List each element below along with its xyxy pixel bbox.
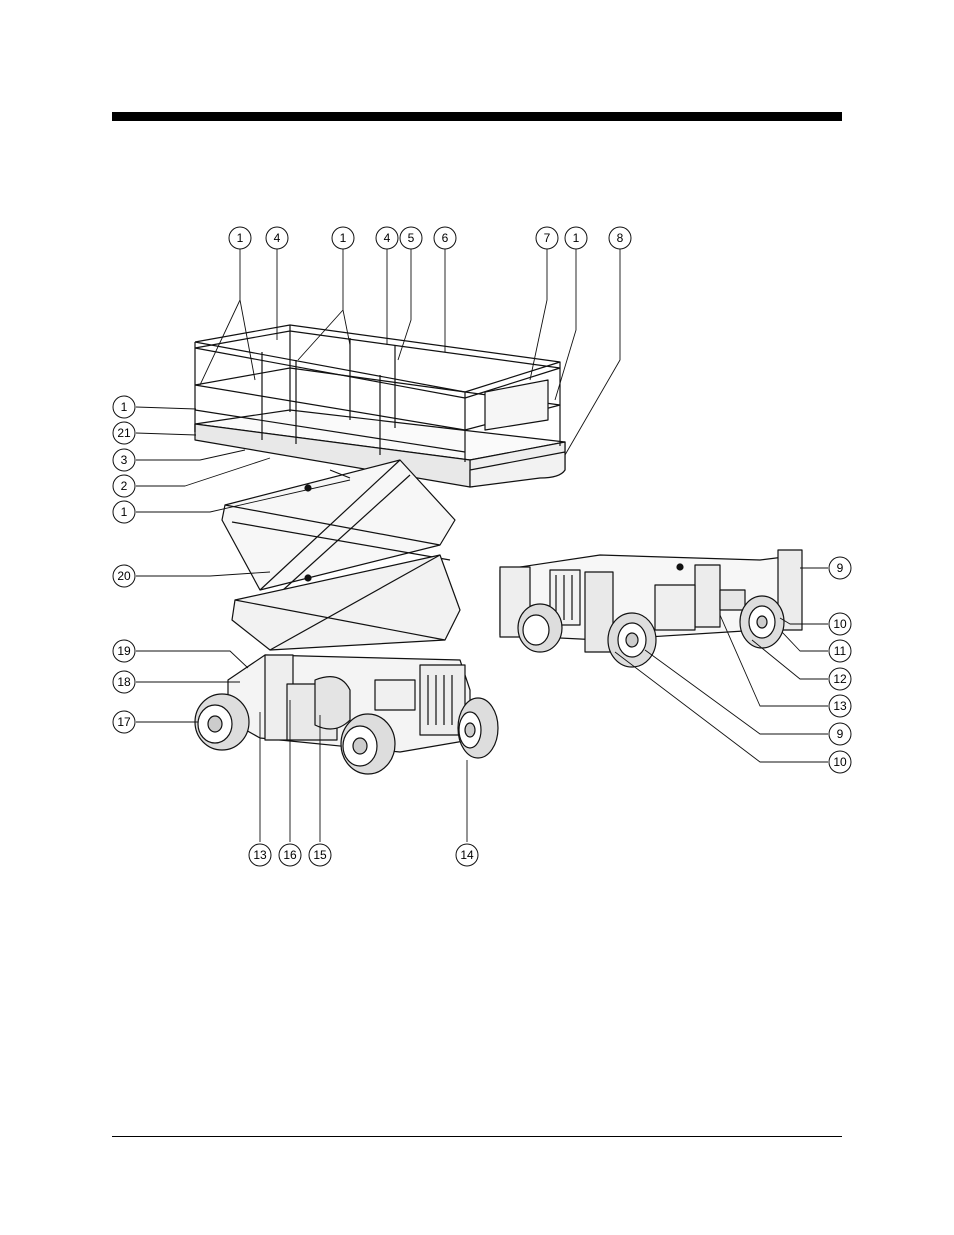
callout-label: 1 (340, 231, 347, 245)
callout-left-1b: 1 (113, 501, 135, 523)
callout-right-9a: 9 (829, 557, 851, 579)
callout-bot-15: 15 (309, 844, 331, 866)
callout-top-7: 7 (536, 227, 558, 249)
callout-right-12: 12 (829, 668, 851, 690)
callout-right-13: 13 (829, 695, 851, 717)
callout-label: 13 (253, 848, 267, 862)
callout-label: 3 (121, 453, 128, 467)
callout-top-8: 8 (609, 227, 631, 249)
callout-left-20: 20 (113, 565, 135, 587)
callout-label: 19 (117, 644, 131, 658)
callout-left-2: 2 (113, 475, 135, 497)
callout-top-1c: 1 (565, 227, 587, 249)
callout-label: 20 (117, 569, 131, 583)
callout-label: 9 (837, 561, 844, 575)
platform-guardrail (195, 325, 565, 487)
callout-top-4a: 4 (266, 227, 288, 249)
wheel-right-view-a (518, 604, 562, 652)
callout-left-3: 3 (113, 449, 135, 471)
callout-right-10a: 10 (829, 613, 851, 635)
callout-label: 1 (121, 505, 128, 519)
callout-label: 10 (833, 755, 847, 769)
callout-label: 7 (544, 231, 551, 245)
wheel-left-front (341, 714, 395, 774)
wheel-right-front (458, 698, 498, 758)
wheel-left-rear (195, 694, 249, 750)
callout-right-10b: 10 (829, 751, 851, 773)
callout-bot-14: 14 (456, 844, 478, 866)
callout-left-1a: 1 (113, 396, 135, 418)
callout-label: 15 (313, 848, 327, 862)
footer-rule (112, 1136, 842, 1137)
callout-top-6: 6 (434, 227, 456, 249)
wheel-right-view-c (740, 596, 784, 648)
callout-label: 2 (121, 479, 128, 493)
callout-label: 13 (833, 699, 847, 713)
callout-label: 17 (117, 715, 131, 729)
callout-label: 21 (117, 426, 131, 440)
wheel-right-view-b (608, 613, 656, 667)
callout-label: 9 (837, 727, 844, 741)
callout-label: 8 (617, 231, 624, 245)
scissor-arms (222, 460, 460, 665)
callout-label: 1 (121, 400, 128, 414)
callout-label: 5 (408, 231, 415, 245)
callout-label: 11 (834, 644, 847, 658)
callout-label: 16 (283, 848, 297, 862)
callout-label: 10 (833, 617, 847, 631)
callout-top-1a: 1 (229, 227, 251, 249)
callout-label: 14 (460, 848, 474, 862)
callout-left-19: 19 (113, 640, 135, 662)
callout-top-4b: 4 (376, 227, 398, 249)
callout-bot-16: 16 (279, 844, 301, 866)
callout-label: 12 (833, 672, 847, 686)
callout-label: 1 (573, 231, 580, 245)
callout-top-1b: 1 (332, 227, 354, 249)
callout-label: 1 (237, 231, 244, 245)
callout-left-17: 17 (113, 711, 135, 733)
callout-top-5: 5 (400, 227, 422, 249)
callout-label: 4 (274, 231, 281, 245)
callout-label: 4 (384, 231, 391, 245)
callout-label: 18 (117, 675, 131, 689)
callout-right-11: 11 (829, 640, 851, 662)
callout-label: 6 (442, 231, 449, 245)
callout-left-18: 18 (113, 671, 135, 693)
callout-bot-13: 13 (249, 844, 271, 866)
callout-right-9b: 9 (829, 723, 851, 745)
callout-left-21: 21 (113, 422, 135, 444)
